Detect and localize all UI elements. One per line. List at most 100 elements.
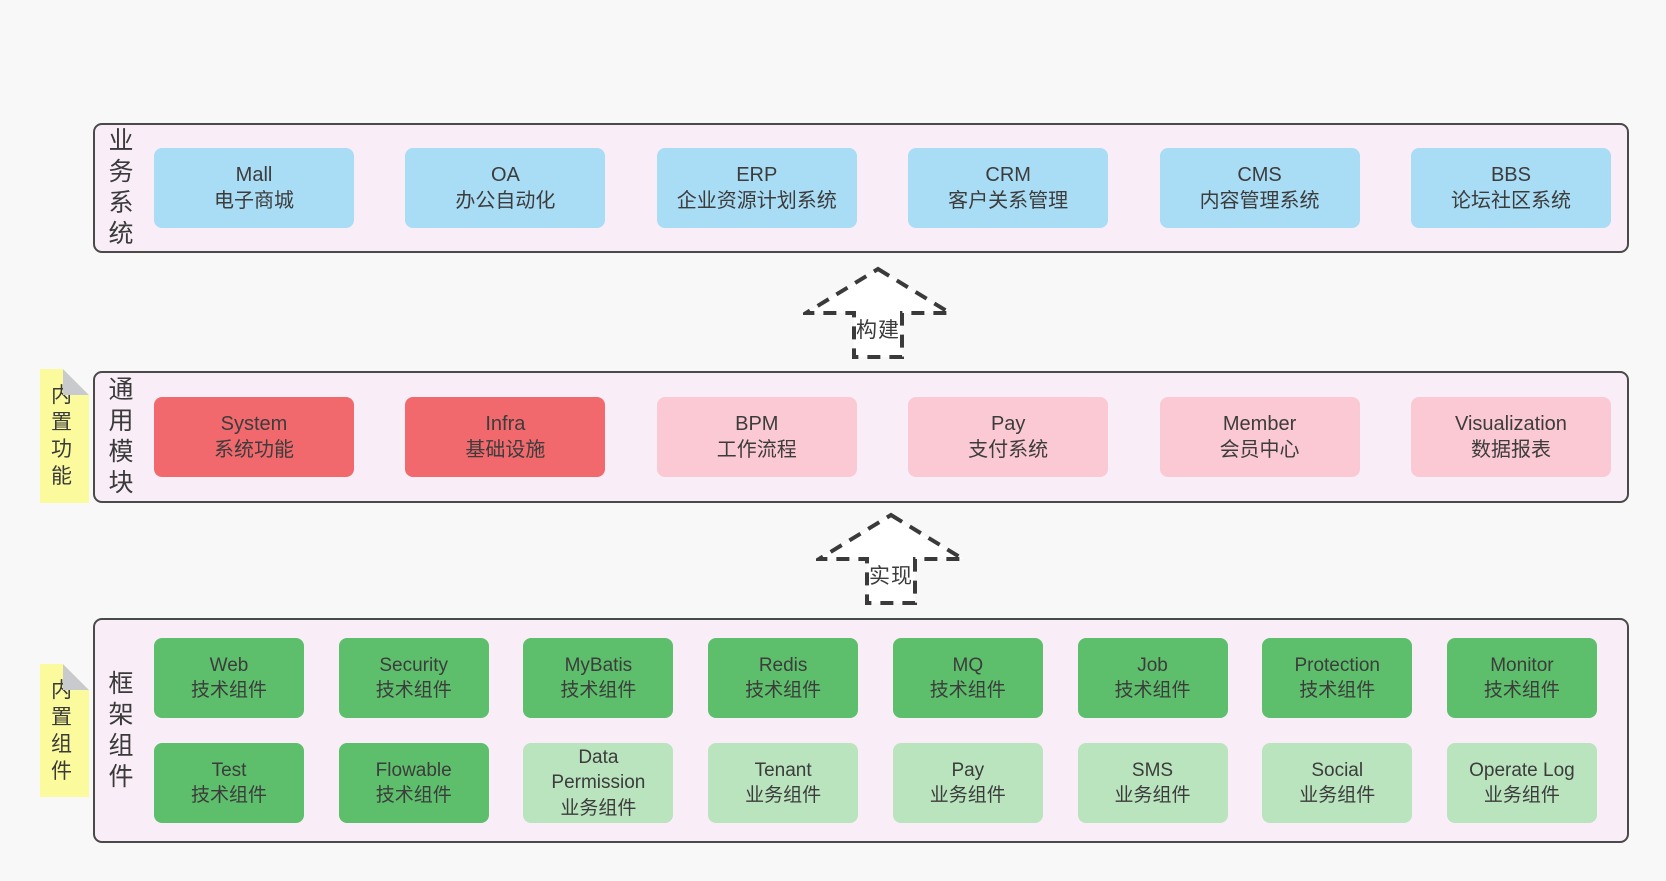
box-title: Member [1222, 412, 1297, 435]
sticky-note-label: 内置组件 [51, 678, 72, 783]
common-modules-boxes: System 系统功能 Infra 基础设施 BPM 工作流程 Pay 支付系统… [154, 397, 1611, 477]
box-visualization: Visualization 数据报表 [1410, 397, 1611, 477]
framework-components-row-1: Web 技术组件 Security 技术组件 MyBatis 技术组件 Redi… [154, 638, 1597, 718]
box-title: Protection [1294, 654, 1380, 676]
box-flowable: Flowable 技术组件 [338, 743, 489, 823]
box-tenant: Tenant 业务组件 [708, 743, 859, 823]
box-data-permission: Data Permission 业务组件 [523, 743, 674, 823]
box-title: ERP [736, 163, 778, 186]
box-subtitle: 业务组件 [745, 785, 822, 806]
box-operate-log: Operate Log 业务组件 [1446, 743, 1597, 823]
sticky-note-label: 内置功能 [51, 384, 72, 488]
layer-label-common-modules: 通用模块 [108, 376, 134, 497]
box-title: Tenant [754, 759, 812, 781]
box-erp: ERP 企业资源计划系统 [656, 148, 857, 228]
box-subtitle: 技术组件 [1483, 680, 1560, 701]
layer-common-modules: 通用模块 System 系统功能 Infra 基础设施 BPM 工作流程 Pay… [93, 371, 1629, 503]
box-bpm: BPM 工作流程 [656, 397, 857, 477]
box-subtitle: 支付系统 [968, 439, 1049, 461]
box-title: Web [209, 654, 249, 676]
box-pay-system: Pay 支付系统 [908, 397, 1109, 477]
box-subtitle: 电子商城 [214, 190, 294, 212]
box-title: Mall [235, 163, 273, 186]
box-pay-component: Pay 业务组件 [892, 743, 1043, 823]
box-title: Operate Log [1469, 759, 1575, 781]
box-title: CRM [985, 163, 1031, 186]
folded-corner-icon [63, 369, 89, 395]
sticky-note-built-in-functions: 内置功能 [40, 369, 89, 503]
business-systems-boxes: Mall 电子商城 OA 办公自动化 ERP 企业资源计划系统 CRM 客户关系… [154, 148, 1611, 228]
box-title: MQ [952, 654, 984, 676]
box-sms: SMS 业务组件 [1077, 743, 1228, 823]
box-subtitle: 技术组件 [190, 785, 267, 806]
framework-components-row-2: Test 技术组件 Flowable 技术组件 Data Permission … [154, 743, 1597, 823]
sticky-note-built-in-components: 内置组件 [40, 664, 89, 797]
box-subtitle: 技术组件 [560, 680, 637, 701]
box-subtitle: 业务组件 [560, 797, 637, 819]
box-redis: Redis 技术组件 [708, 638, 859, 718]
box-title: Pay [990, 412, 1026, 435]
box-web: Web 技术组件 [154, 638, 304, 718]
box-security: Security 技术组件 [338, 638, 489, 718]
box-title: Flowable [375, 759, 452, 781]
arrow-implement-label: 实现 [869, 565, 913, 588]
layer-label-framework-components: 框架组件 [108, 669, 134, 791]
box-title: Visualization [1454, 412, 1567, 435]
box-subtitle: 办公自动化 [455, 190, 556, 212]
box-monitor: Monitor 技术组件 [1446, 638, 1597, 718]
box-title: Security [379, 654, 449, 676]
box-member: Member 会员中心 [1159, 397, 1360, 477]
box-subtitle: 业务组件 [1299, 785, 1376, 806]
box-test: Test 技术组件 [154, 743, 304, 823]
box-subtitle: 内容管理系统 [1199, 190, 1320, 212]
dashed-up-arrow-icon [816, 512, 966, 605]
box-title: Redis [758, 654, 808, 676]
arrow-build-label: 构建 [856, 319, 900, 342]
box-title: Job [1137, 654, 1168, 676]
box-mq: MQ 技术组件 [892, 638, 1043, 718]
box-subtitle: 技术组件 [375, 785, 452, 806]
box-subtitle: 技术组件 [929, 680, 1006, 701]
box-bbs: BBS 论坛社区系统 [1410, 148, 1611, 228]
box-infra: Infra 基础设施 [405, 397, 606, 477]
box-subtitle: 工作流程 [716, 439, 797, 461]
box-protection: Protection 技术组件 [1262, 638, 1413, 718]
box-title: Data Permission [551, 747, 646, 794]
box-title: Pay [951, 759, 985, 781]
box-title: Infra [485, 412, 526, 435]
box-oa: OA 办公自动化 [405, 148, 606, 228]
box-subtitle: 技术组件 [1299, 680, 1376, 701]
layer-label-business-systems: 业务系统 [108, 127, 134, 248]
arrow-implement: 实现 [816, 512, 966, 606]
box-subtitle: 技术组件 [190, 680, 267, 701]
box-subtitle: 技术组件 [745, 680, 822, 701]
box-subtitle: 论坛社区系统 [1450, 190, 1571, 212]
box-title: Test [211, 759, 247, 781]
box-title: Social [1311, 759, 1364, 781]
dashed-up-arrow-icon [803, 266, 953, 359]
box-mybatis: MyBatis 技术组件 [523, 638, 674, 718]
box-job: Job 技术组件 [1077, 638, 1228, 718]
box-title: MyBatis [564, 654, 633, 676]
arrow-build: 构建 [803, 266, 953, 360]
box-subtitle: 业务组件 [1114, 785, 1191, 806]
box-title: SMS [1131, 759, 1174, 781]
framework-components-rows: Web 技术组件 Security 技术组件 MyBatis 技术组件 Redi… [154, 638, 1597, 823]
box-subtitle: 技术组件 [1114, 680, 1191, 701]
box-subtitle: 客户关系管理 [948, 190, 1069, 212]
folded-corner-icon [63, 664, 89, 690]
box-system: System 系统功能 [154, 397, 354, 477]
box-mall: Mall 电子商城 [154, 148, 354, 228]
layer-business-systems: 业务系统 Mall 电子商城 OA 办公自动化 ERP 企业资源计划系统 CRM… [93, 123, 1629, 253]
box-subtitle: 企业资源计划系统 [676, 190, 837, 212]
box-subtitle: 业务组件 [929, 785, 1006, 806]
box-title: OA [490, 163, 520, 186]
box-title: BPM [735, 412, 779, 435]
box-social: Social 业务组件 [1262, 743, 1413, 823]
box-subtitle: 业务组件 [1483, 785, 1560, 806]
box-title: BBS [1490, 163, 1531, 186]
box-crm: CRM 客户关系管理 [908, 148, 1109, 228]
box-subtitle: 基础设施 [465, 439, 546, 461]
box-subtitle: 会员中心 [1219, 439, 1300, 461]
box-cms: CMS 内容管理系统 [1159, 148, 1360, 228]
